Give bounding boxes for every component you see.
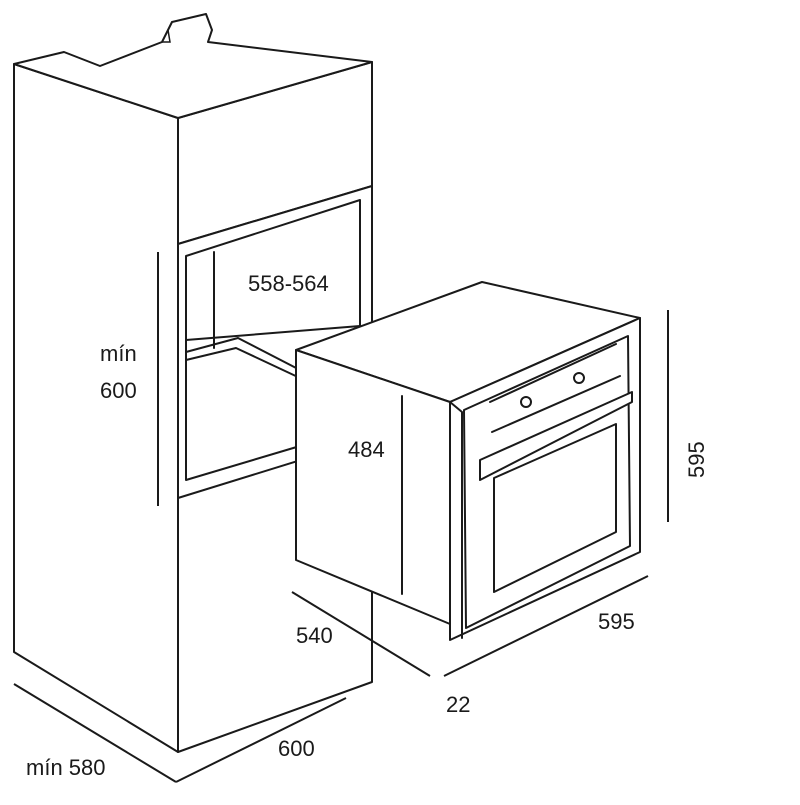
cabinet-top	[13, 13, 373, 119]
oven-width-dimension-line	[443, 575, 649, 677]
oven-side-depth-label: 484	[348, 437, 385, 462]
cabinet-width-label: 600	[278, 736, 315, 761]
oven-front-inner-panel	[463, 335, 631, 629]
oven-control-panel-top	[489, 343, 617, 403]
min-height-word-label: mín	[100, 341, 137, 366]
dimension-lines	[13, 252, 669, 783]
dimension-labels: 558-564 mín 600 484 595 540 595 22 600 m…	[26, 271, 709, 780]
oven-door-window	[493, 423, 617, 593]
oven-depth-dimension-line	[291, 591, 431, 677]
oven-knob-left	[520, 396, 532, 408]
oven-depth-label: 540	[296, 623, 333, 648]
oven-niche-shelf-front	[185, 337, 301, 371]
cabinet-width-dimension-line	[175, 697, 347, 783]
cabinet-top-notch	[162, 21, 173, 43]
cabinet-depth-label: mín 580	[26, 755, 106, 780]
cavity-height-label: 558-564	[248, 271, 329, 296]
oven-front-thickness-label: 22	[446, 692, 470, 717]
cabinet-unit	[13, 13, 373, 753]
oven-height-label: 595	[684, 441, 709, 478]
cabinet-depth-dimension-line	[13, 683, 177, 783]
oven-width-label: 595	[598, 609, 635, 634]
oven-niche-floor	[185, 339, 301, 481]
oven-door-handle	[479, 391, 633, 481]
cabinet-side-face	[13, 63, 179, 753]
oven-niche-shelf-back	[185, 347, 301, 379]
oven-knob-right	[573, 372, 585, 384]
oven-front-frame-edge	[449, 401, 463, 639]
min-height-value-label: 600	[100, 378, 137, 403]
oven-unit	[295, 281, 641, 641]
oven-control-panel-bottom	[491, 375, 621, 433]
